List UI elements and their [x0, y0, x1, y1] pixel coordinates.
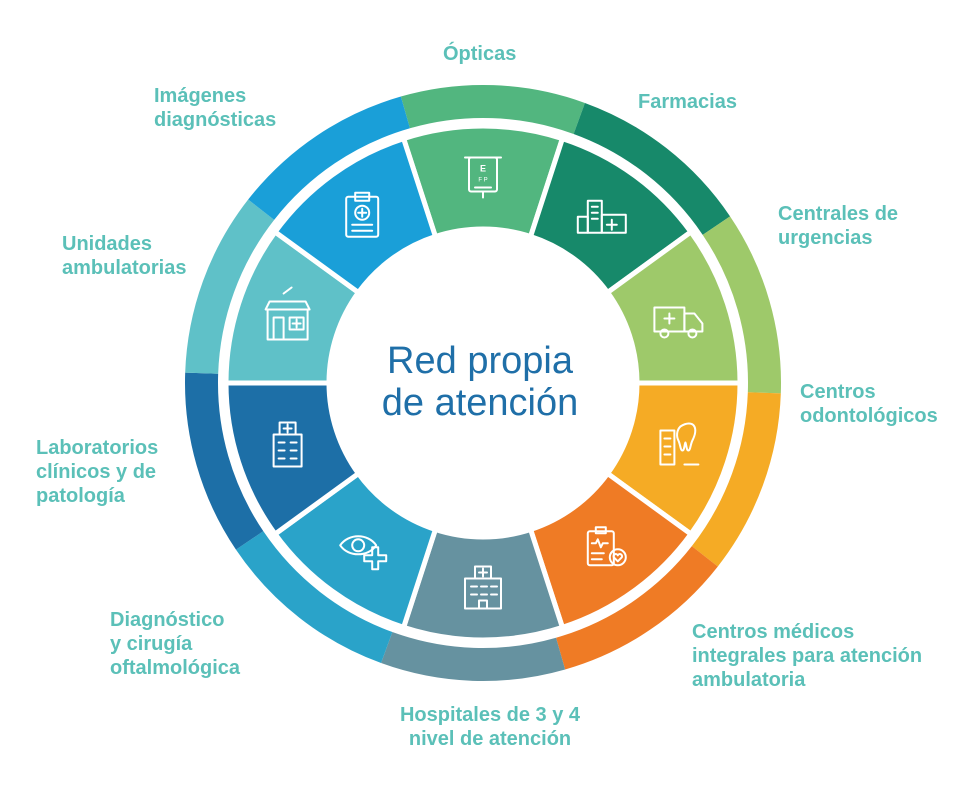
- clinic-store-icon: [264, 286, 311, 341]
- outer-band-oftalmologia: [235, 531, 393, 664]
- outer-band-odontologicos: [691, 392, 781, 567]
- diagnostic-clipboard-icon: [345, 191, 380, 238]
- outer-band-laboratorios: [185, 372, 264, 550]
- medical-clipboard-icon: [586, 526, 627, 567]
- outer-band-urgencias: [702, 216, 782, 394]
- hospital-icon: [464, 565, 502, 610]
- laboratory-building-icon: [272, 421, 303, 468]
- label-unidades-ambulatorias: Unidades ambulatorias: [62, 233, 187, 279]
- label-centros-odontologicos: Centros odontológicos: [800, 381, 938, 427]
- ambulance-icon: [653, 306, 704, 339]
- label-hospitales: Hospitales de 3 y 4 nivel de atención: [399, 704, 581, 750]
- svg-text:E: E: [480, 164, 486, 174]
- outer-band-ambulatorias: [185, 199, 275, 374]
- outer-band-farmacias: [573, 102, 731, 235]
- center-title-line2: de atención: [381, 382, 579, 424]
- label-oftalmologia: Diagnóstico y cirugía oftalmológica: [110, 609, 241, 679]
- outer-band-opticas: [400, 85, 585, 134]
- eye-chart-icon: E F P: [464, 156, 502, 199]
- outer-band-hospitales: [381, 632, 566, 681]
- center-title-line1: Red propia: [387, 340, 573, 382]
- label-opticas: Ópticas: [443, 43, 517, 65]
- outer-band-imagenes: [248, 96, 410, 220]
- eye-plus-icon: [339, 535, 388, 571]
- label-centros-medicos: Centros médicos integrales para atención…: [692, 621, 923, 691]
- svg-text:F P: F P: [478, 178, 487, 184]
- outer-band-centros-medicos: [556, 546, 718, 670]
- label-farmacias: Farmacias: [638, 91, 737, 113]
- label-imagenes-diagnosticas: Imágenes diagnósticas: [154, 85, 277, 131]
- dental-building-icon: [659, 422, 700, 466]
- center-title: Red propia de atención: [330, 340, 630, 424]
- label-centrales-urgencias: Centrales de urgencias: [778, 203, 899, 249]
- label-laboratorios: Laboratorios clínicos y de patología: [36, 437, 159, 507]
- pharmacy-building-icon: [576, 199, 627, 234]
